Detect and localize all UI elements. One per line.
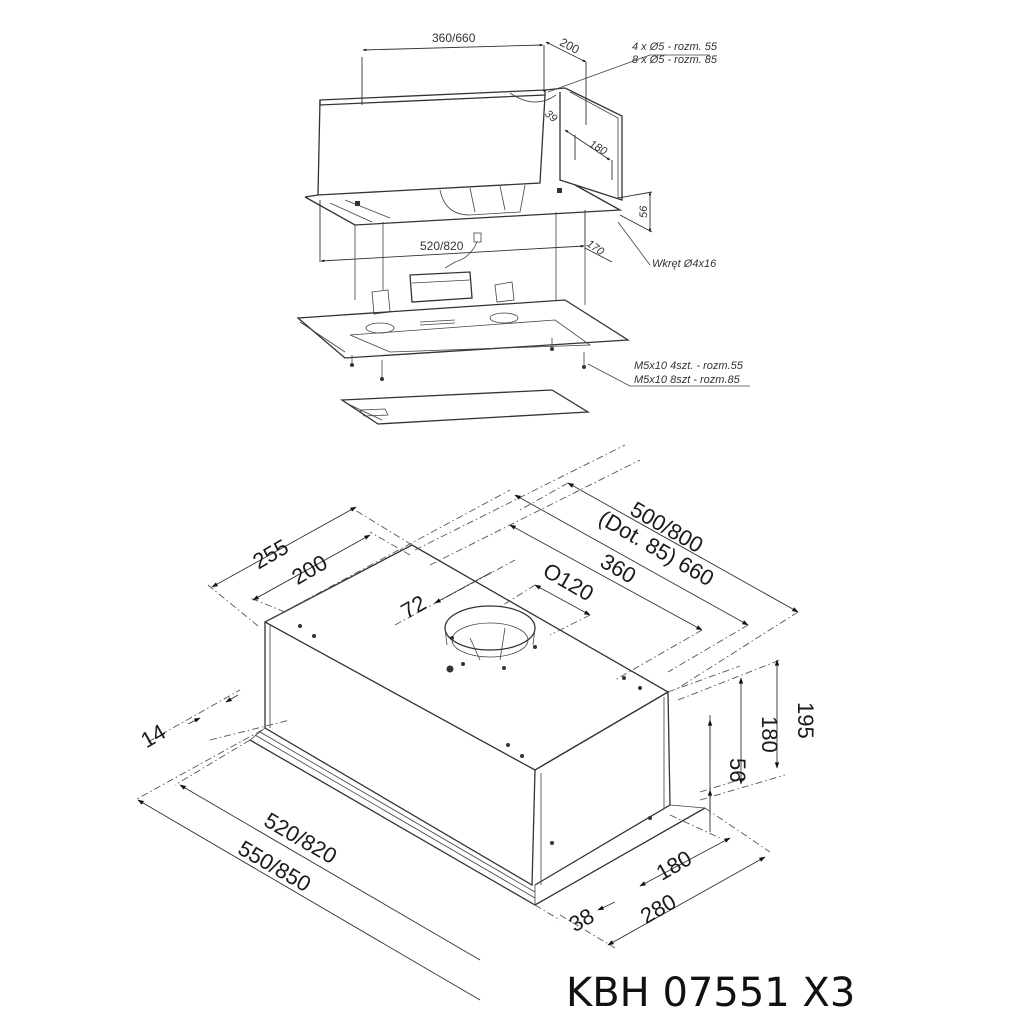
dim-195: 195 xyxy=(793,702,818,739)
note-bolts-85: M5x10 8szt - rozm.85 xyxy=(634,374,741,386)
dim-56-top: 56 xyxy=(638,205,650,218)
isometric-dimension-drawing: 255 200 72 Ο120 360 (Dot. 85) 660 500/80… xyxy=(134,444,818,1001)
dim-duct-120: Ο120 xyxy=(539,558,598,607)
dim-14: 14 xyxy=(136,719,170,753)
dim-255: 255 xyxy=(248,534,292,574)
dim-38: 38 xyxy=(565,903,599,937)
dim-520-820-top: 520/820 xyxy=(420,239,464,253)
dim-200-top: 200 xyxy=(557,35,582,57)
note-screw: Wkręt Ø4x16 xyxy=(652,258,717,270)
dim-360-660: 360/660 xyxy=(432,31,476,45)
note-holes-85: 8 x Ø5 - rozm. 85 xyxy=(632,54,718,66)
dim-180-vertical: 180 xyxy=(757,716,782,753)
dim-39: 39 xyxy=(542,108,559,125)
dim-180-top: 180 xyxy=(587,138,610,158)
dim-280: 280 xyxy=(636,889,680,929)
dim-170: 170 xyxy=(584,238,607,259)
dim-180-depth: 180 xyxy=(652,845,696,885)
dim-200: 200 xyxy=(287,550,331,590)
note-bolts-55: M5x10 4szt. - rozm.55 xyxy=(634,360,744,372)
dim-360: 360 xyxy=(596,548,640,588)
exploded-view-drawing: 360/660 200 4 x Ø5 - rozm. 55 8 x Ø5 - r… xyxy=(296,31,750,425)
note-holes-55: 4 x Ø5 - rozm. 55 xyxy=(632,41,718,53)
model-title: KBH 07551 X3 xyxy=(566,970,856,1016)
dim-56: 56 xyxy=(725,758,750,782)
dim-72: 72 xyxy=(397,590,431,624)
